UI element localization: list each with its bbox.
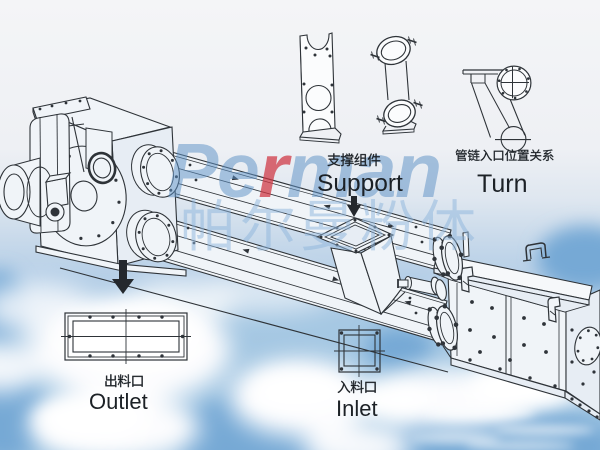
svg-text:Inlet: Inlet xyxy=(336,396,378,421)
svg-text:Perman: Perman xyxy=(167,128,440,214)
svg-text:Turn: Turn xyxy=(477,170,527,198)
svg-text:Support: Support xyxy=(317,170,403,197)
svg-text:Outlet: Outlet xyxy=(89,389,148,414)
